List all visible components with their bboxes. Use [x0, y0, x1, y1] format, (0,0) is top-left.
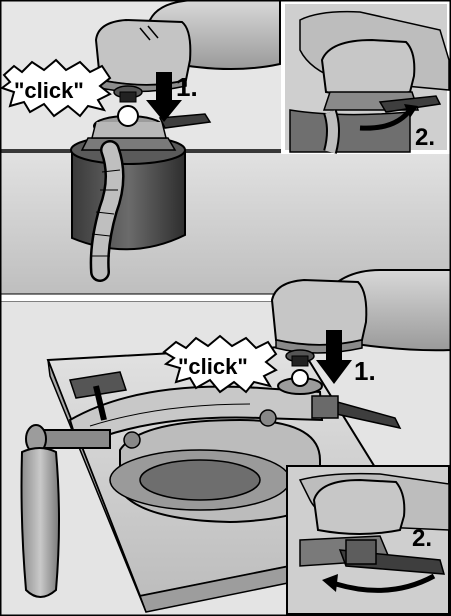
step-1-label-top: 1.: [176, 72, 198, 102]
inset-bottom: 2.: [287, 466, 449, 614]
step-2-label-bottom: 2.: [412, 525, 432, 552]
top-panel: "click" 1. 2.: [0, 0, 451, 302]
step-2-label-top: 2.: [415, 124, 435, 151]
canister: [71, 136, 185, 249]
bottom-panel: "click" 1. 2.: [0, 270, 451, 616]
click-label-top: "click": [14, 78, 84, 103]
step-1-label-bottom: 1.: [354, 356, 376, 386]
inset-top: 2.: [283, 2, 449, 152]
click-label-bottom: "click": [178, 354, 248, 379]
